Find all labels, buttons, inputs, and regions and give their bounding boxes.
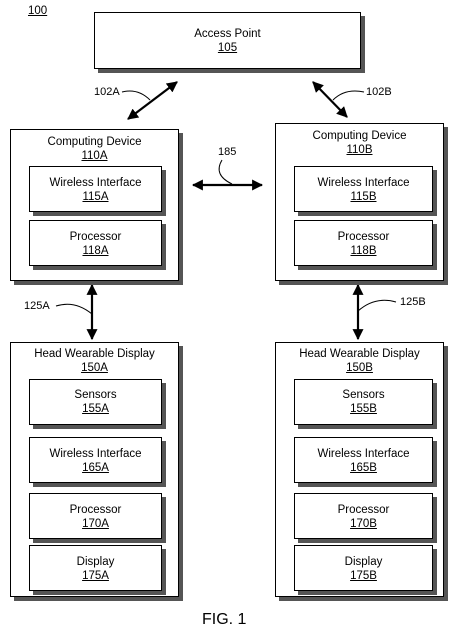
hwd-b-ref: 150B [276,361,443,375]
hwd-a-processor-box: Processor 170A [29,493,162,539]
hwd-b-wireless-interface-box: Wireless Interface 165B [294,437,433,483]
hwd-b-display-ref: 175B [295,569,432,583]
device-a-processor-box: Processor 118A [29,220,162,266]
hwd-b-processor-ref: 170B [295,517,432,531]
link-label-102b: 102B [366,86,392,99]
device-a-processor-title: Processor [30,230,161,244]
hwd-b-processor-box: Processor 170B [294,493,433,539]
hwd-a-wireless-interface-box: Wireless Interface 165A [29,437,162,483]
device-a-wireless-ref: 115A [30,190,161,204]
link-label-185: 185 [218,146,236,159]
hwd-a-processor-title: Processor [30,503,161,517]
leader-185 [219,160,232,184]
computing-device-b-title: Computing Device [276,129,443,143]
computing-device-a-title: Computing Device [11,135,178,149]
link-label-125b: 125B [400,296,426,309]
leader-102b [333,91,364,100]
computing-device-b-ref: 110B [276,143,443,157]
leader-125b [358,300,396,311]
device-b-wireless-interface-box: Wireless Interface 115B [294,166,433,212]
access-point-title: Access Point [95,27,360,41]
hwd-a-sensors-ref: 155A [30,402,161,416]
figure-caption: FIG. 1 [202,611,246,629]
computing-device-a-ref: 110A [11,149,178,163]
arrow-ap-device-a [128,82,177,119]
hwd-b-title: Head Wearable Display [276,347,443,361]
hwd-b-sensors-title: Sensors [295,388,432,402]
hwd-a-display-title: Display [30,555,161,569]
access-point-ref: 105 [95,41,360,55]
leader-125a [56,304,92,314]
device-a-wireless-title: Wireless Interface [30,176,161,190]
hwd-b-sensors-ref: 155B [295,402,432,416]
hwd-a-ref: 150A [11,361,178,375]
device-b-wireless-title: Wireless Interface [295,176,432,190]
device-a-wireless-interface-box: Wireless Interface 115A [29,166,162,212]
hwd-b-sensors-box: Sensors 155B [294,379,433,425]
hwd-a-processor-ref: 170A [30,517,161,531]
hwd-b-wireless-title: Wireless Interface [295,447,432,461]
hwd-a-wireless-title: Wireless Interface [30,447,161,461]
link-label-102a: 102A [94,86,120,99]
hwd-a-display-box: Display 175A [29,545,162,591]
hwd-a-title: Head Wearable Display [11,347,178,361]
hwd-b-display-title: Display [295,555,432,569]
leader-102a [122,91,150,100]
hwd-b-wireless-ref: 165B [295,461,432,475]
device-b-processor-ref: 118B [295,244,432,258]
hwd-b-processor-title: Processor [295,503,432,517]
device-b-wireless-ref: 115B [295,190,432,204]
arrow-ap-device-b [313,82,347,117]
hwd-a-wireless-ref: 165A [30,461,161,475]
device-b-processor-title: Processor [295,230,432,244]
link-label-125a: 125A [24,300,50,313]
access-point-box: Access Point 105 [94,12,361,69]
hwd-a-display-ref: 175A [30,569,161,583]
hwd-b-display-box: Display 175B [294,545,433,591]
device-a-processor-ref: 118A [30,244,161,258]
device-b-processor-box: Processor 118B [294,220,433,266]
hwd-a-sensors-title: Sensors [30,388,161,402]
hwd-a-sensors-box: Sensors 155A [29,379,162,425]
